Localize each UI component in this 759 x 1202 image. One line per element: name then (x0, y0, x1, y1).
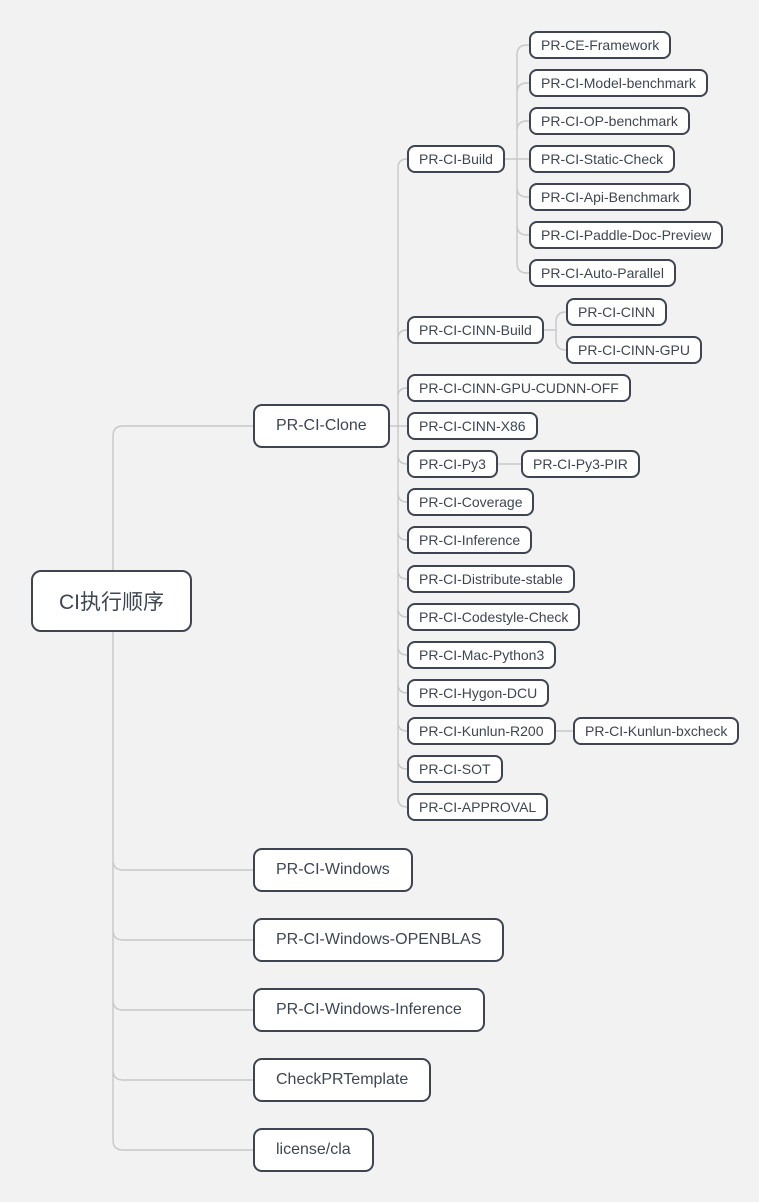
node-pr-ci-coverage[interactable]: PR-CI-Coverage (407, 488, 535, 516)
node-pr-ci-cinn-gpu[interactable]: PR-CI-CINN-GPU (566, 336, 702, 364)
node-ci-[interactable]: CI执行顺序 (31, 570, 192, 632)
node-pr-ci-cinn-x86[interactable]: PR-CI-CINN-X86 (407, 412, 538, 440)
node-pr-ci-sot[interactable]: PR-CI-SOT (407, 755, 503, 783)
connector-lines (112, 44, 573, 1151)
node-pr-ci-windows-inference[interactable]: PR-CI-Windows-Inference (253, 988, 485, 1032)
node-pr-ci-approval[interactable]: PR-CI-APPROVAL (407, 793, 549, 821)
node-pr-ci-codestyle-check[interactable]: PR-CI-Codestyle-Check (407, 603, 581, 631)
node-pr-ce-framework[interactable]: PR-CE-Framework (529, 31, 672, 59)
node-pr-ci-cinn[interactable]: PR-CI-CINN (566, 298, 667, 326)
node-pr-ci-py3-pir[interactable]: PR-CI-Py3-PIR (521, 450, 640, 478)
node-pr-ci-model-benchmark[interactable]: PR-CI-Model-benchmark (529, 69, 708, 97)
node-pr-ci-windows-openblas[interactable]: PR-CI-Windows-OPENBLAS (253, 918, 505, 962)
node-pr-ci-clone[interactable]: PR-CI-Clone (253, 404, 390, 448)
node-pr-ci-mac-python3[interactable]: PR-CI-Mac-Python3 (407, 641, 557, 669)
node-pr-ci-cinn-build[interactable]: PR-CI-CINN-Build (407, 316, 544, 344)
node-pr-ci-windows[interactable]: PR-CI-Windows (253, 848, 413, 892)
node-pr-ci-distribute-stable[interactable]: PR-CI-Distribute-stable (407, 565, 575, 593)
node-pr-ci-paddle-doc-preview[interactable]: PR-CI-Paddle-Doc-Preview (529, 221, 724, 249)
node-pr-ci-auto-parallel[interactable]: PR-CI-Auto-Parallel (529, 259, 676, 287)
node-pr-ci-api-benchmark[interactable]: PR-CI-Api-Benchmark (529, 183, 692, 211)
node-pr-ci-static-check[interactable]: PR-CI-Static-Check (529, 145, 676, 173)
node-pr-ci-kunlun-r200[interactable]: PR-CI-Kunlun-R200 (407, 717, 556, 745)
node-license-cla[interactable]: license/cla (253, 1128, 374, 1172)
node-pr-ci-op-benchmark[interactable]: PR-CI-OP-benchmark (529, 107, 690, 135)
node-pr-ci-kunlun-bxcheck[interactable]: PR-CI-Kunlun-bxcheck (573, 717, 740, 745)
node-pr-ci-py3[interactable]: PR-CI-Py3 (407, 450, 498, 478)
node-pr-ci-build[interactable]: PR-CI-Build (407, 145, 505, 173)
node-checkprtemplate[interactable]: CheckPRTemplate (253, 1058, 432, 1102)
node-pr-ci-inference[interactable]: PR-CI-Inference (407, 526, 533, 554)
node-pr-ci-cinn-gpu-cudnn-off[interactable]: PR-CI-CINN-GPU-CUDNN-OFF (407, 374, 631, 402)
node-pr-ci-hygon-dcu[interactable]: PR-CI-Hygon-DCU (407, 679, 550, 707)
